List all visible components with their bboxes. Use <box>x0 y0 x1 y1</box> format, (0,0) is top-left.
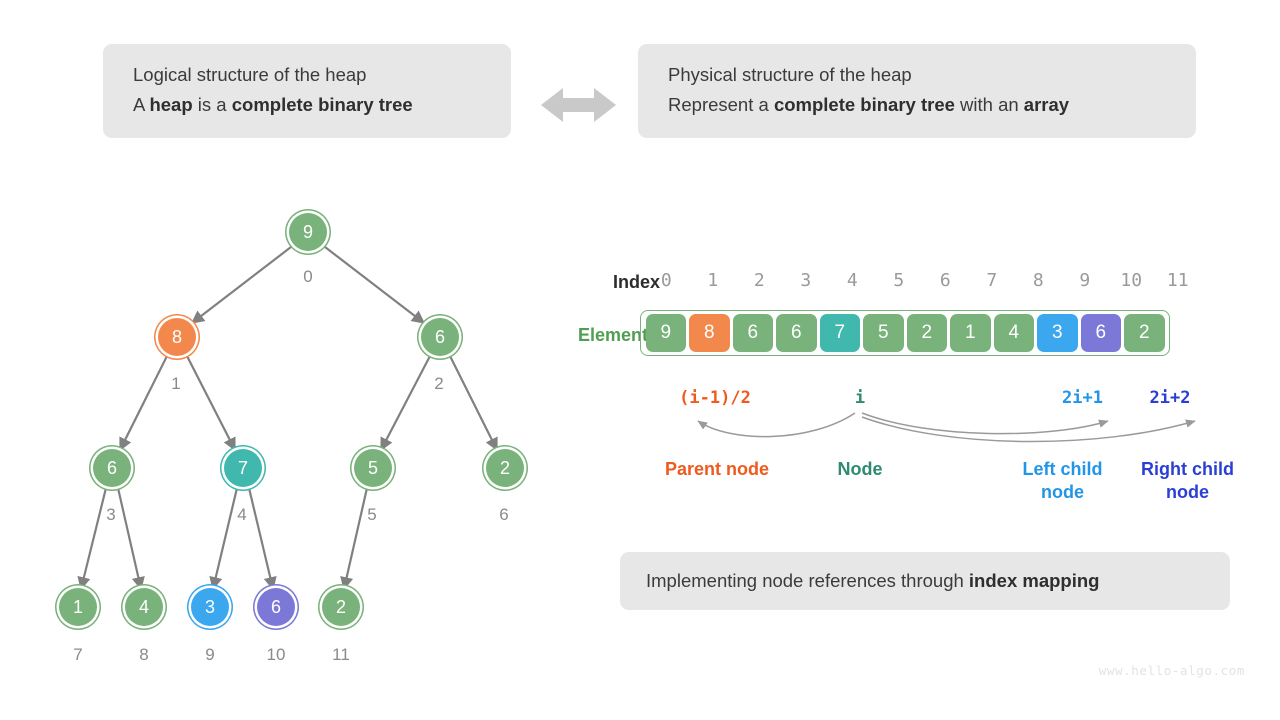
array-cell-3[interactable]: 6 <box>776 314 817 352</box>
array-index: 3 <box>800 270 812 291</box>
tree-node-1-index: 1 <box>171 374 181 393</box>
tree-node-10-index: 10 <box>266 645 286 664</box>
tree-node-9[interactable]: 3 <box>191 588 229 626</box>
array-cell-9[interactable]: 3 <box>1037 314 1078 352</box>
index-mapping-arrows <box>697 412 1196 443</box>
node-formula: i <box>854 388 866 408</box>
array-cell-1[interactable]: 8 <box>689 314 730 352</box>
tree-node-8-value: 4 <box>138 597 149 617</box>
logical-structure-caption: Logical structure of the heap A heap is … <box>103 44 511 138</box>
logical-line2-mid: is a <box>192 93 232 115</box>
logical-caption-line1: Logical structure of the heap <box>133 64 367 85</box>
array-cell-6[interactable]: 2 <box>906 314 947 352</box>
physical-structure-caption: Physical structure of the heap Represent… <box>638 44 1196 138</box>
tree-node-2-value: 6 <box>434 327 445 347</box>
tree-node-5-index: 5 <box>367 505 377 524</box>
node-label: Node <box>837 459 883 479</box>
physical-line2-bold1: complete binary tree <box>773 93 955 115</box>
logical-line2-bold1: heap <box>149 93 193 115</box>
right-child-formula: 2i+2 <box>1149 388 1191 408</box>
element-row-label: Element <box>577 325 648 345</box>
physical-caption-line1: Physical structure of the heap <box>668 64 912 85</box>
array-index: 10 <box>1120 270 1143 291</box>
tree-node-3-value: 6 <box>106 458 117 478</box>
array-index-row: 0 1 2 3 4 5 6 7 8 9 10 11 <box>643 270 1201 291</box>
array-cell-2[interactable]: 6 <box>732 314 773 352</box>
tree-node-3[interactable]: 6 <box>93 449 131 487</box>
array-cell-8[interactable]: 4 <box>993 314 1034 352</box>
array-cell-0[interactable]: 9 <box>645 314 686 352</box>
footer-caption-text: Implementing node references through ind… <box>646 566 1204 596</box>
tree-node-0-index: 0 <box>303 267 313 286</box>
tree-node-8[interactable]: 4 <box>125 588 163 626</box>
array-index: 6 <box>939 270 951 291</box>
footer-pre: Implementing node references through <box>646 570 969 591</box>
parent-node-label: Parent node <box>664 459 770 479</box>
array-index: 9 <box>1079 270 1091 291</box>
logical-line2-pre: A <box>133 93 150 115</box>
array-index: 8 <box>1032 270 1044 291</box>
array-container: 9 8 6 6 7 5 2 1 4 3 6 2 <box>640 310 1170 356</box>
tree-node-6[interactable]: 2 <box>486 449 524 487</box>
tree-edges <box>77 246 498 591</box>
bidirectional-arrow-icon <box>541 88 616 122</box>
tree-node-1-value: 8 <box>171 327 182 347</box>
physical-line2-bold2: array <box>1023 93 1070 115</box>
tree-node-5[interactable]: 5 <box>354 449 392 487</box>
array-cell-7[interactable]: 1 <box>950 314 991 352</box>
tree-node-0[interactable]: 9 <box>289 213 327 251</box>
tree-node-9-value: 3 <box>204 597 215 617</box>
array-cell-10[interactable]: 6 <box>1080 314 1121 352</box>
tree-node-4-index: 4 <box>237 505 247 524</box>
tree-node-2-index: 2 <box>434 374 444 393</box>
tree-node-3-index: 3 <box>106 505 116 524</box>
array-index: 11 <box>1166 270 1189 291</box>
index-row-label: Index <box>612 272 660 292</box>
physical-caption-line2: Represent a complete binary tree with an… <box>668 90 1166 120</box>
tree-nodes: 9 0 8 1 6 2 6 3 7 4 5 5 2 6 1 7 4 8 3 9 … <box>0 0 560 720</box>
physical-line2-pre: Represent a <box>668 93 774 115</box>
tree-node-11[interactable]: 2 <box>322 588 360 626</box>
array-index: 0 <box>660 270 672 291</box>
tree-node-0-value: 9 <box>302 222 313 242</box>
tree-node-2[interactable]: 6 <box>421 318 459 356</box>
array-index: 5 <box>893 270 905 291</box>
physical-line2-mid: with an <box>954 93 1024 115</box>
tree-node-11-value: 2 <box>335 597 346 617</box>
array-cell-5[interactable]: 5 <box>863 314 904 352</box>
tree-node-10-value: 6 <box>270 597 281 617</box>
tree-node-10[interactable]: 6 <box>257 588 295 626</box>
logical-caption-line2: A heap is a complete binary tree <box>133 90 481 120</box>
array-index: 4 <box>846 270 858 291</box>
array-index: 1 <box>707 270 719 291</box>
footer-bold: index mapping <box>968 570 1100 591</box>
tree-node-11-index: 11 <box>332 645 350 664</box>
tree-node-9-index: 9 <box>205 645 215 664</box>
array-cell-11[interactable]: 2 <box>1124 314 1165 352</box>
tree-node-4[interactable]: 7 <box>224 449 262 487</box>
array-index: 2 <box>753 270 765 291</box>
logical-line2-bold2: complete binary tree <box>231 93 413 115</box>
tree-node-7-index: 7 <box>73 645 83 664</box>
tree-node-7[interactable]: 1 <box>59 588 97 626</box>
footer-caption: Implementing node references through ind… <box>620 552 1230 610</box>
tree-node-6-value: 2 <box>499 458 510 478</box>
left-child-formula: 2i+1 <box>1062 388 1103 408</box>
tree-node-6-index: 6 <box>499 505 509 524</box>
tree-node-1[interactable]: 8 <box>158 318 196 356</box>
array-index: 7 <box>986 270 998 291</box>
watermark: www.hello-algo.com <box>1098 663 1245 678</box>
tree-node-7-value: 1 <box>72 597 83 617</box>
tree-node-8-index: 8 <box>139 645 149 664</box>
tree-node-4-value: 7 <box>237 458 248 478</box>
tree-node-5-value: 5 <box>367 458 378 478</box>
array-cell-4[interactable]: 7 <box>819 314 860 352</box>
parent-formula: (i-1)/2 <box>679 388 751 408</box>
